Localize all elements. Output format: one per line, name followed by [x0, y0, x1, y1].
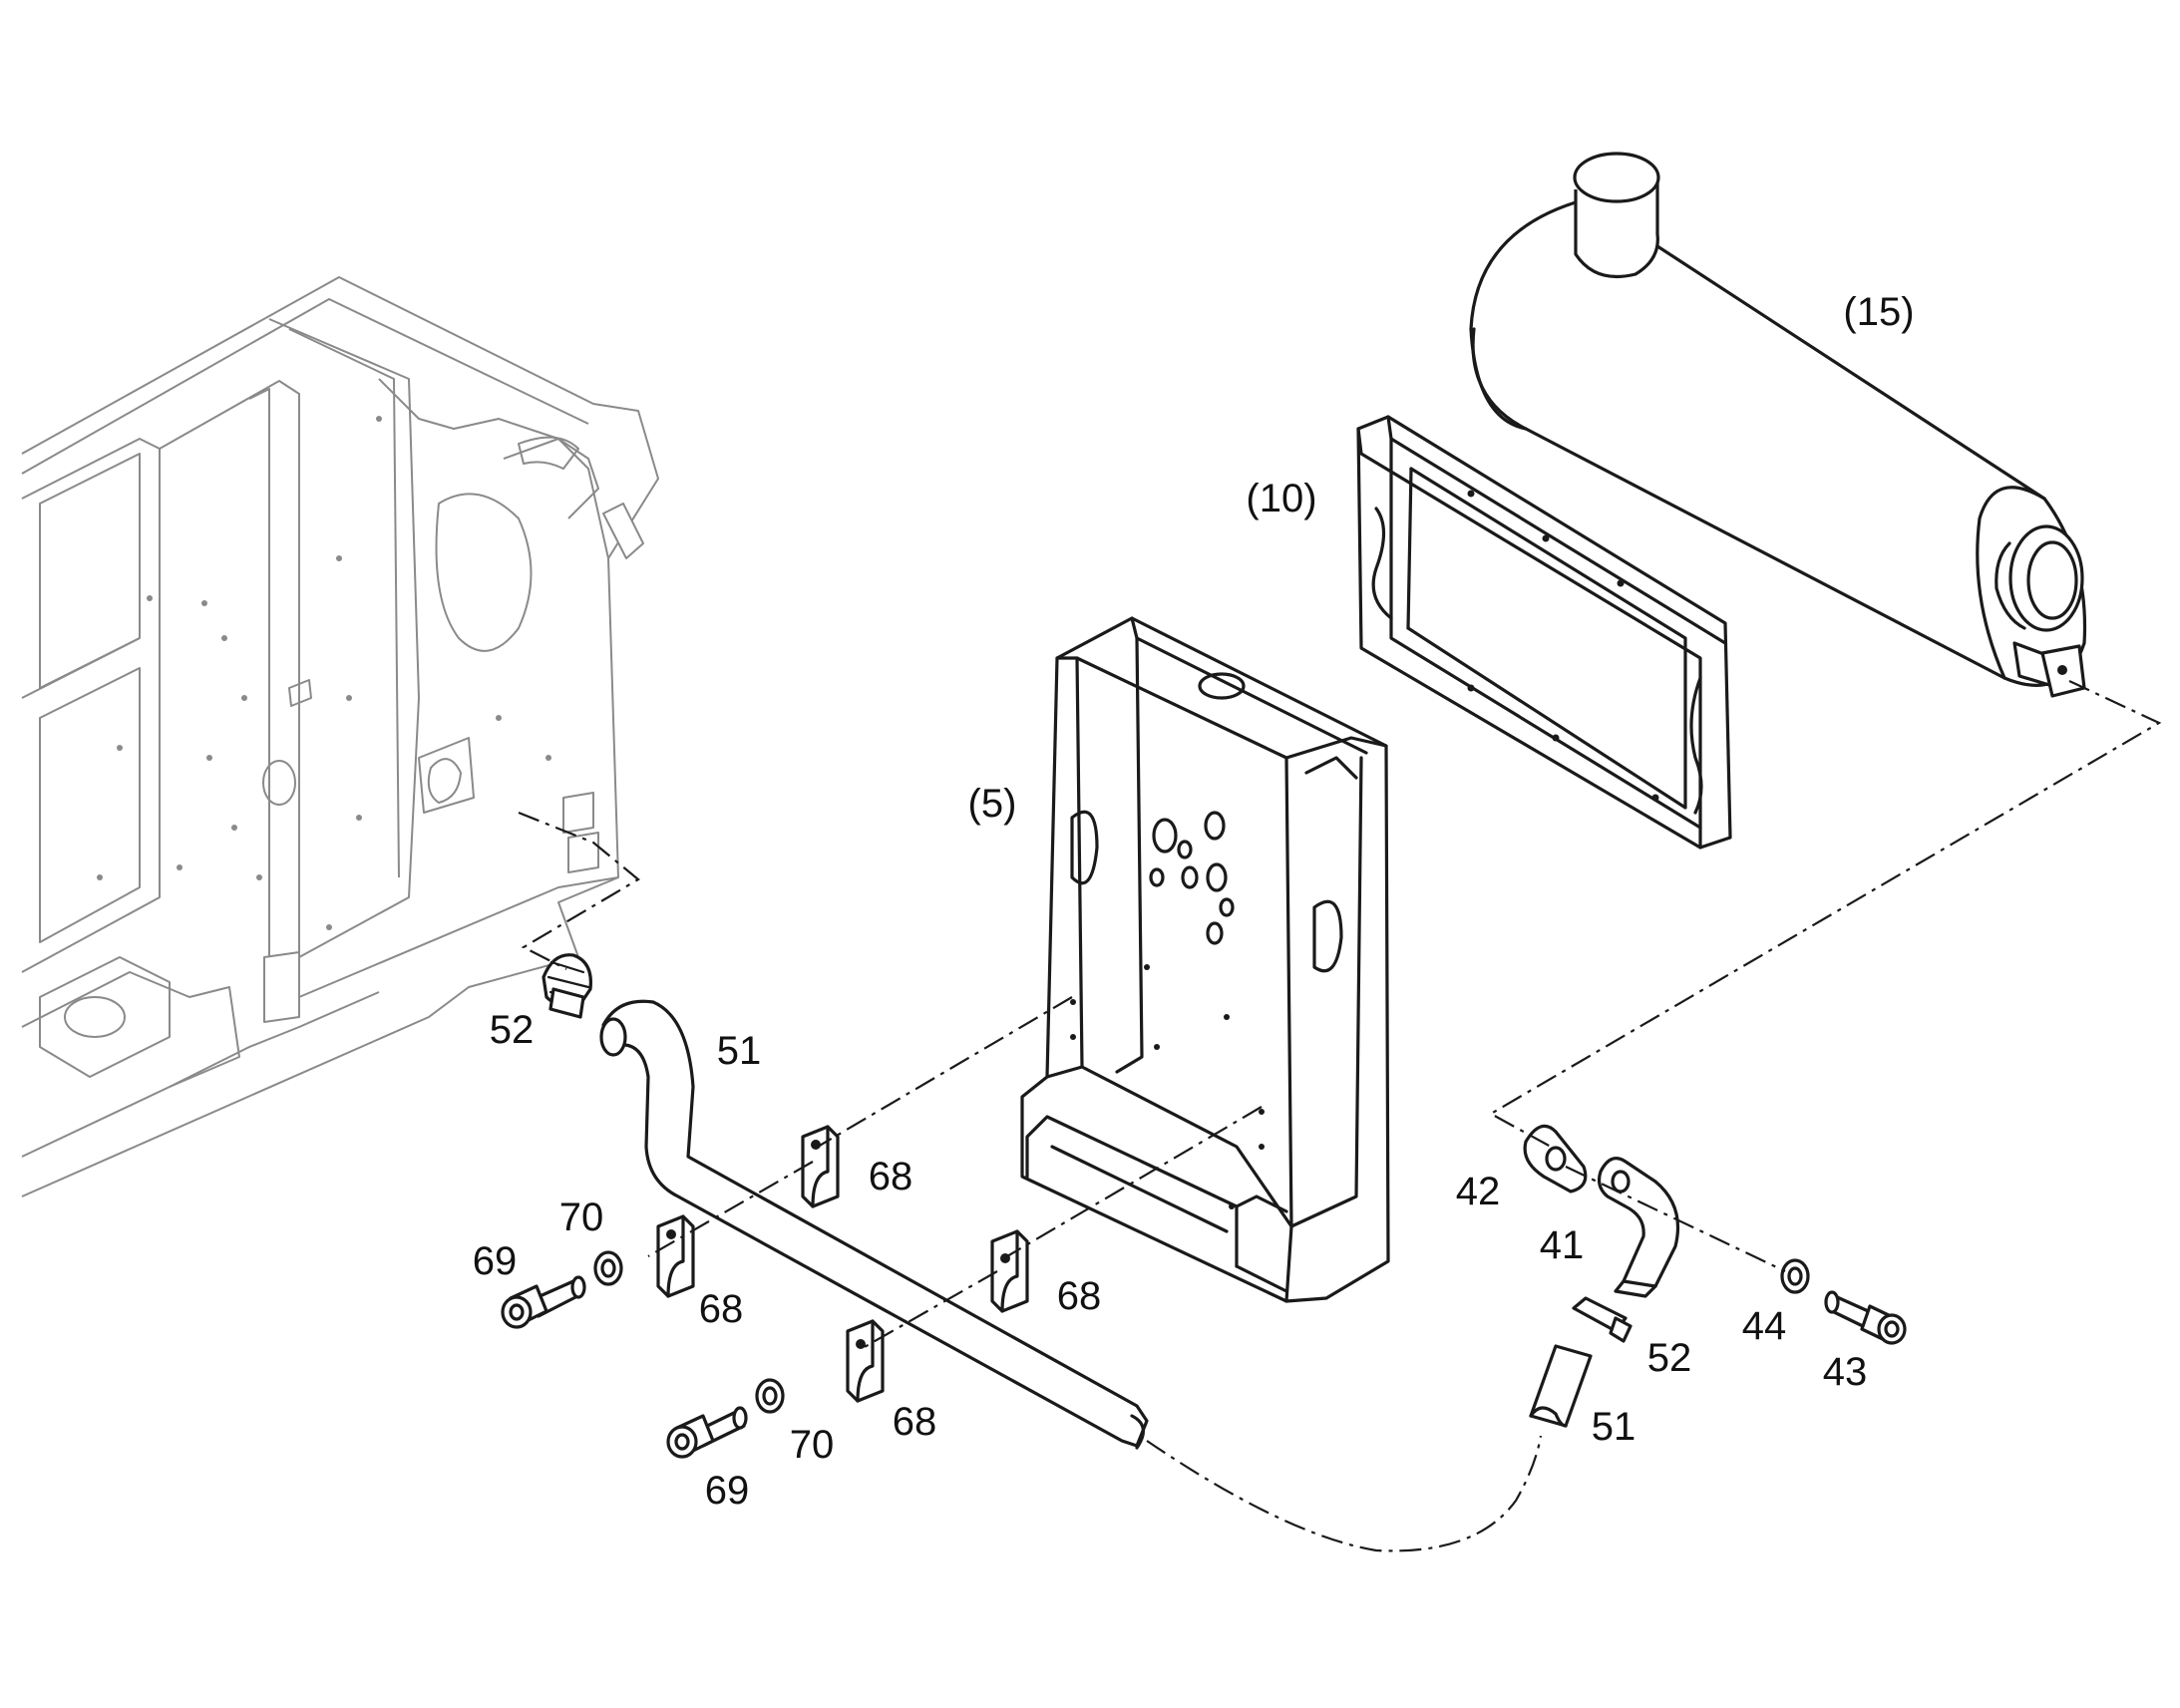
box-bracket	[1020, 616, 1390, 1303]
hose-left	[599, 999, 1149, 1450]
gasket-42	[1523, 1124, 1588, 1194]
callout-41: 41	[1539, 1223, 1585, 1267]
callout-69-lower: 69	[704, 1469, 750, 1513]
hose-clamp-left	[542, 953, 592, 1019]
washer-70-lower	[755, 1378, 785, 1414]
washer-44	[1780, 1258, 1810, 1294]
screw-43	[1824, 1290, 1907, 1345]
callout-68-right: 68	[1056, 1274, 1102, 1318]
callout-43: 43	[1822, 1350, 1868, 1394]
clamp-52-right	[1572, 1296, 1633, 1343]
callout-70-lower: 70	[789, 1423, 835, 1467]
clamp-block-68-bottom	[846, 1319, 885, 1403]
callout-44: 44	[1741, 1304, 1787, 1348]
callout-52-left: 52	[489, 1008, 535, 1052]
mounting-frame	[1356, 415, 1732, 850]
callout-42: 42	[1455, 1170, 1501, 1213]
clamp-block-68-top	[801, 1125, 840, 1208]
hose-51-right	[1529, 1344, 1593, 1428]
leader-lines	[518, 680, 2162, 1552]
callout-5: (5)	[967, 782, 1017, 826]
callout-69-upper: 69	[472, 1239, 518, 1283]
screw-69-upper	[501, 1275, 586, 1329]
callout-68-bottom: 68	[892, 1400, 937, 1444]
callout-51-left: 51	[716, 1029, 762, 1073]
washer-70-upper	[593, 1250, 623, 1286]
callout-15: (15)	[1843, 290, 1915, 334]
callout-51-right: 51	[1591, 1405, 1636, 1449]
muffler	[1469, 152, 2087, 698]
callout-68-left: 68	[698, 1287, 744, 1331]
callout-68-top: 68	[868, 1155, 913, 1198]
callout-70-upper: 70	[558, 1196, 604, 1239]
machine-frame	[21, 276, 659, 1197]
callout-52-right: 52	[1646, 1336, 1692, 1380]
screw-69-lower	[666, 1406, 748, 1459]
clamp-block-68-left	[656, 1214, 695, 1298]
callout-10: (10)	[1246, 477, 1317, 520]
elbow-pipe-41	[1597, 1157, 1680, 1298]
clamp-block-68-right	[990, 1229, 1029, 1313]
